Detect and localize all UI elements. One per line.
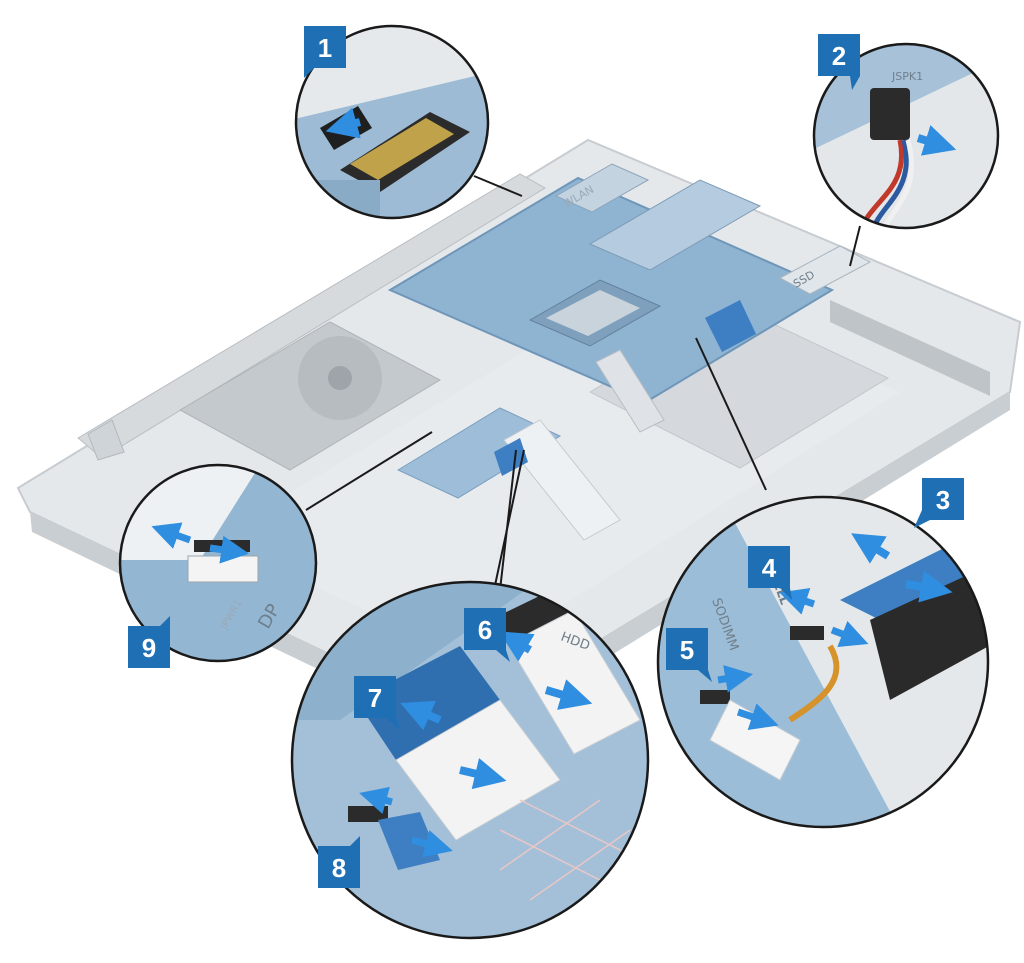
- disconnect-arrow-icon: [459, 758, 507, 790]
- callout-label-4: 4: [762, 553, 777, 583]
- detail-circle-3-4-5: SODIMM DELL: [656, 495, 990, 829]
- callout-label-9: 9: [142, 633, 156, 663]
- callout-badge-7: 7: [354, 676, 400, 730]
- callout-label-5: 5: [680, 635, 694, 665]
- system-board: WLAN SSD: [387, 163, 872, 541]
- lift-latch-arrow-icon: [779, 588, 816, 615]
- jspk-label: JSPK1: [891, 70, 923, 83]
- lift-latch-arrow-icon: [151, 522, 192, 549]
- detail-circle-9: DP JPWR1: [118, 463, 318, 663]
- disconnect-arrow-icon: [209, 535, 250, 564]
- lift-latch-arrow-icon: [717, 664, 754, 693]
- callout-label-6: 6: [478, 615, 492, 645]
- disconnect-arrow-icon: [325, 107, 362, 139]
- callout-badges: 1 2 3 4 5 6 7: [128, 26, 964, 888]
- callout-badge-2: 2: [818, 34, 860, 90]
- lift-latch-arrow-icon: [400, 700, 442, 731]
- callout-label-3: 3: [936, 485, 950, 515]
- disconnect-arrow-icon: [830, 620, 869, 648]
- lift-latch-arrow-icon: [359, 786, 393, 814]
- detail-circle-6-7-8: HDD: [290, 580, 650, 940]
- callout-badge-4: 4: [748, 546, 792, 600]
- callout-badge-6: 6: [464, 608, 510, 662]
- lift-latch-arrow-icon: [851, 533, 891, 564]
- callout-badge-1: 1: [304, 26, 346, 78]
- callout-label-8: 8: [332, 853, 346, 883]
- callout-badge-5: 5: [666, 628, 712, 682]
- callout-badge-8: 8: [318, 836, 360, 888]
- disconnect-arrow-icon: [905, 570, 953, 603]
- callout-label-1: 1: [318, 33, 332, 63]
- leader-lines: [305, 175, 861, 591]
- callout-label-2: 2: [832, 41, 846, 71]
- disconnect-arrow-icon: [411, 830, 453, 858]
- disconnect-arrow-icon: [916, 125, 957, 156]
- callout-badge-3: 3: [914, 478, 964, 528]
- callout-badge-9: 9: [128, 616, 170, 668]
- callout-label-7: 7: [368, 683, 382, 713]
- lift-latch-arrow-icon: [499, 631, 535, 662]
- disconnect-arrow-icon: [736, 703, 779, 730]
- disconnect-arrow-icon: [544, 679, 593, 710]
